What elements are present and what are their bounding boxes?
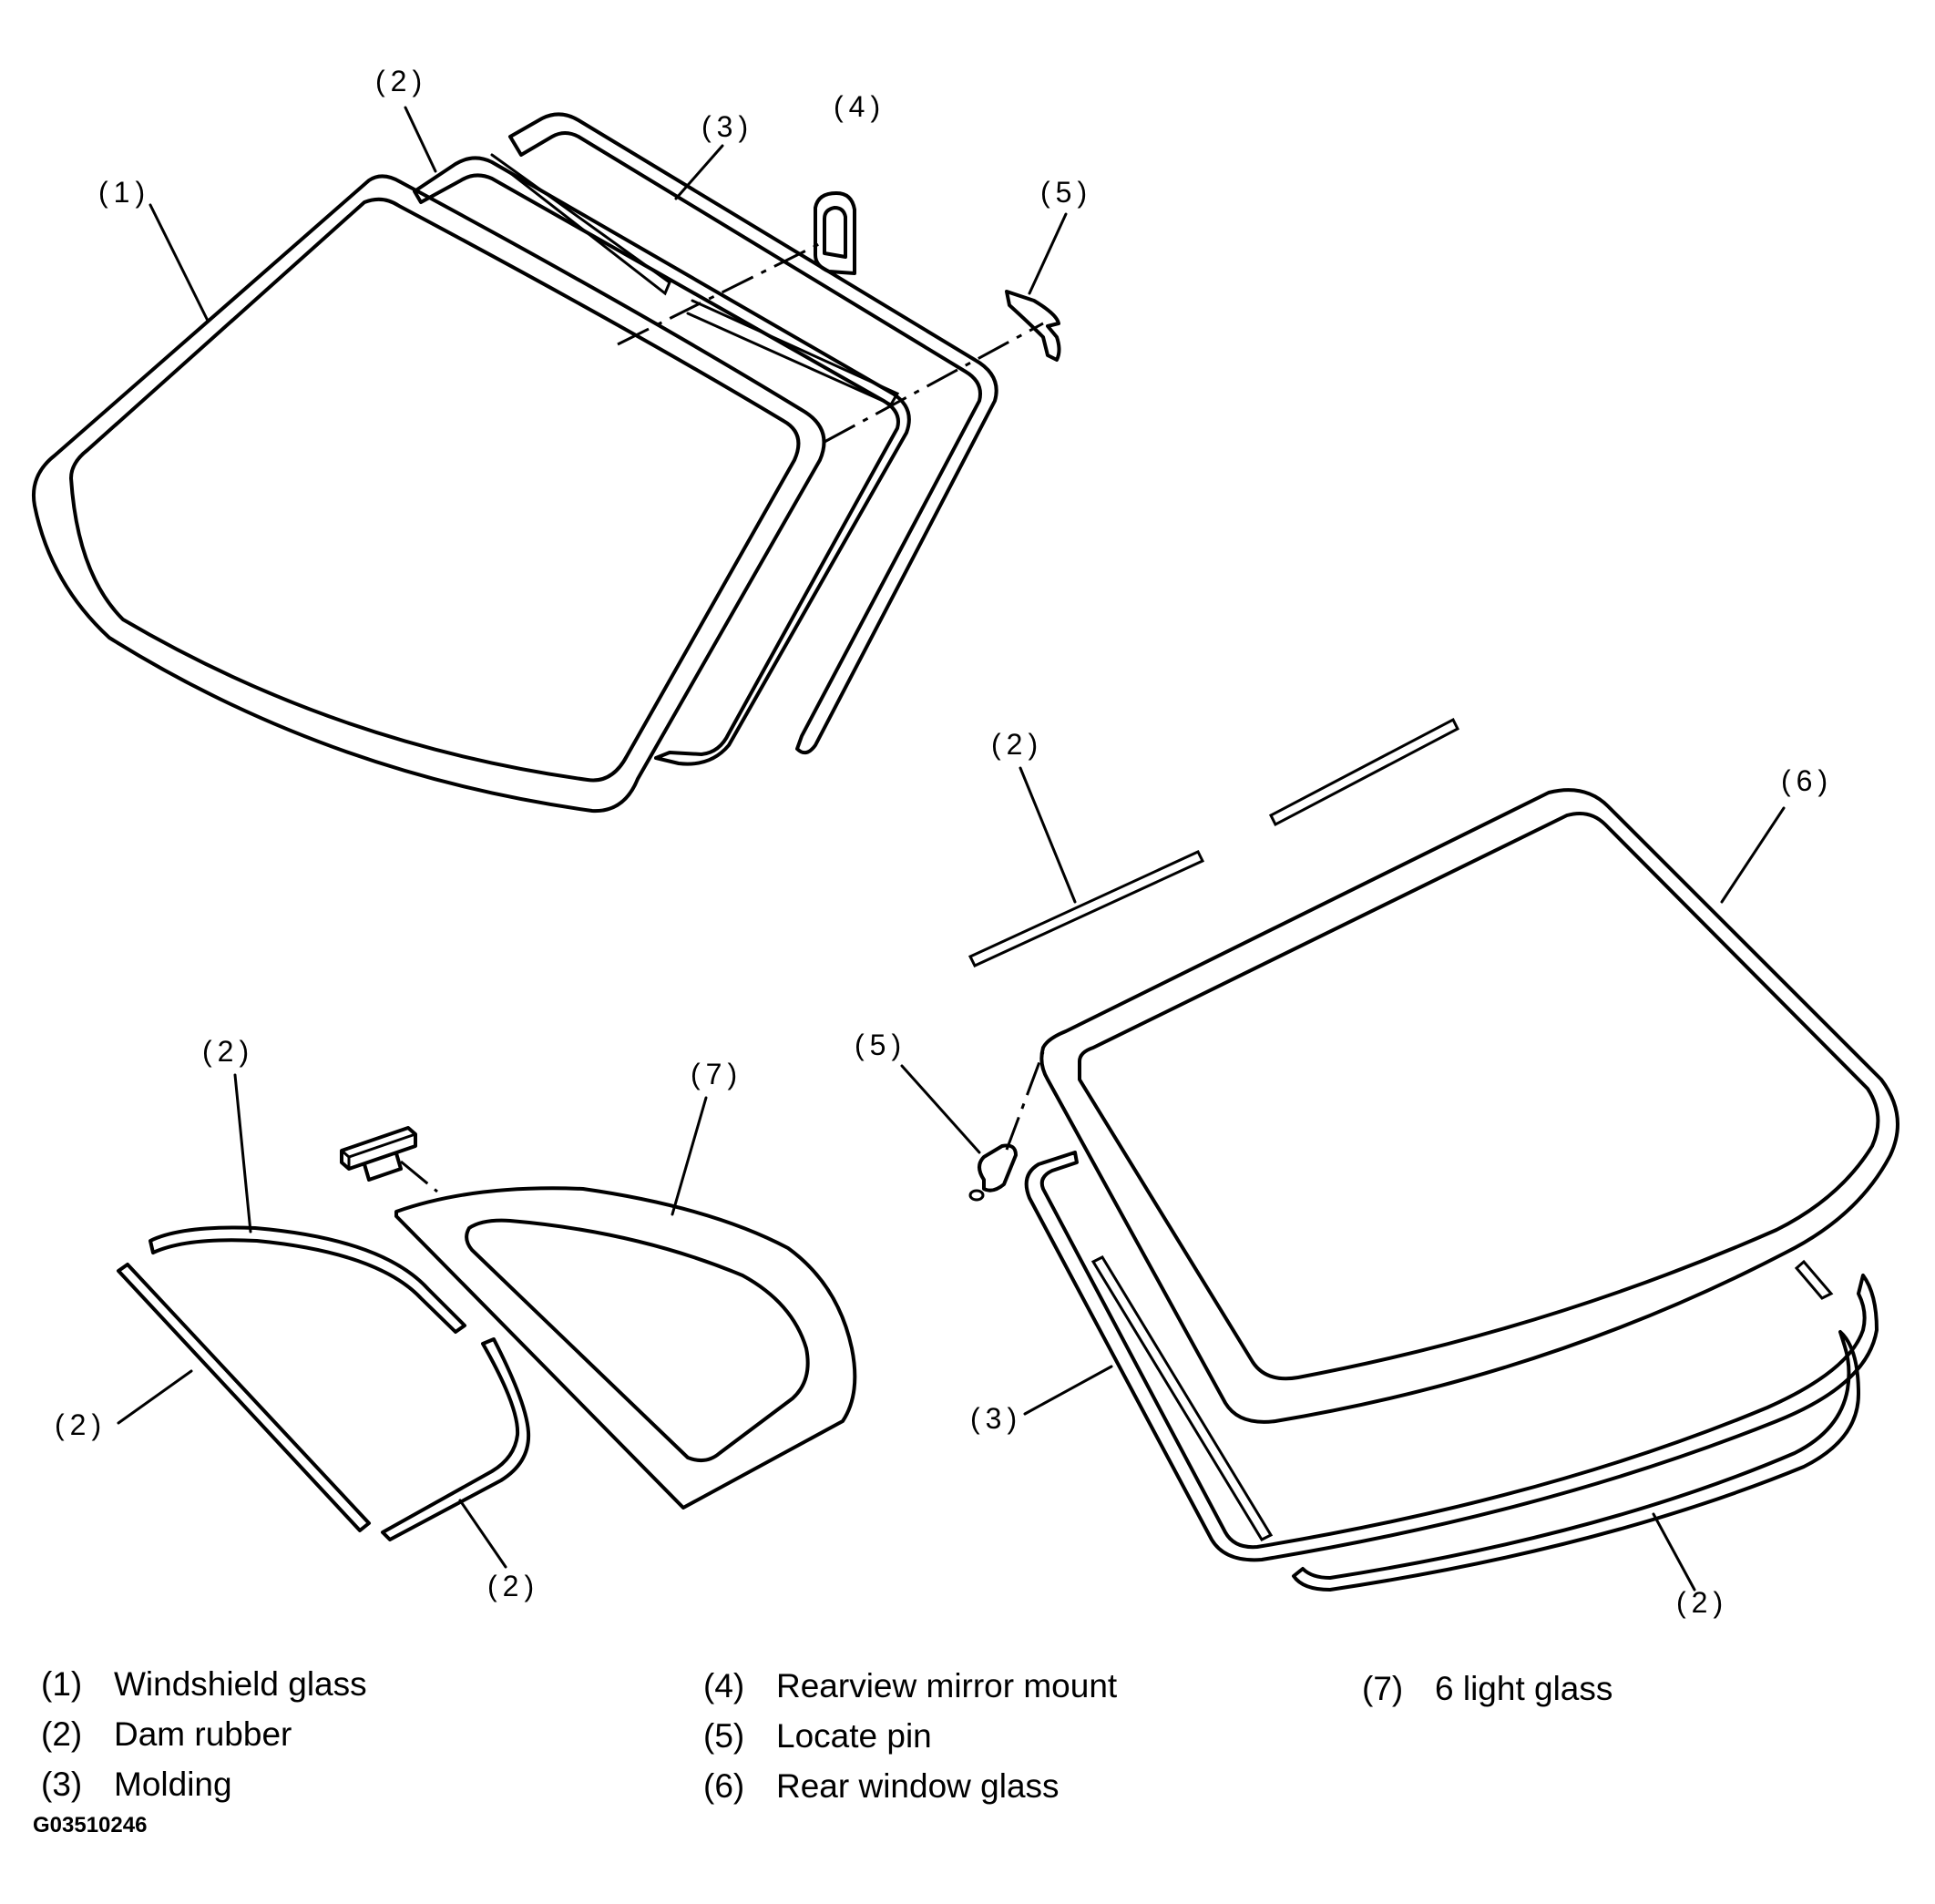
legend-label: Dam rubber	[114, 1715, 292, 1753]
callout-2-rear-top: (2)	[991, 728, 1043, 761]
leader-lines	[117, 106, 1786, 1592]
figure-code: G03510246	[33, 1813, 148, 1837]
legend-item-1: (1) Windshield glass	[41, 1665, 367, 1704]
legend-item-6: (6) Rear window glass	[703, 1767, 1060, 1806]
guide-line-6-light-clip	[400, 1160, 438, 1193]
legend-number: (5)	[703, 1717, 745, 1755]
legend-label: Windshield glass	[114, 1665, 367, 1703]
callout-3-windshield: (3)	[701, 110, 753, 143]
legend-item-4: (4) Rearview mirror mount	[703, 1667, 1117, 1705]
6-light-glass-clip	[340, 1126, 417, 1182]
callout-2-6-light-right: (2)	[487, 1570, 539, 1602]
dam-rubber-windshield	[413, 153, 911, 766]
callout-2-rear-bottom: (2)	[1676, 1586, 1728, 1619]
6-light-glass	[394, 1186, 857, 1510]
callout-7: (7)	[691, 1058, 742, 1090]
callout-2-6-light-top: (2)	[202, 1035, 254, 1068]
rear-window-glass	[1039, 788, 1899, 1424]
dam-rubber-rear-bottom	[1292, 1330, 1860, 1592]
legend-item-5: (5) Locate pin	[703, 1717, 932, 1756]
locate-pin-rear	[968, 1143, 1018, 1202]
legend-item-3: (3) Molding	[41, 1766, 232, 1804]
callout-1: (1)	[98, 176, 150, 209]
legend-number: (1)	[41, 1665, 83, 1703]
legend-item-2: (2) Dam rubber	[41, 1715, 292, 1754]
legend-number: (3)	[41, 1766, 83, 1803]
molding-windshield	[508, 112, 998, 755]
legend-label: Molding	[114, 1766, 232, 1803]
dam-rubber-6-light-right	[381, 1337, 531, 1541]
legend-number: (4)	[703, 1667, 745, 1704]
callout-6: (6)	[1781, 764, 1833, 797]
molding-rear	[1024, 1151, 1879, 1562]
exploded-parts-diagram: (1) (2) (3) (4) (5) (2) (6) (2) (7) (5) …	[32, 65, 1899, 1619]
legend-label: 6 light glass	[1435, 1670, 1613, 1707]
callout-3-rear: (3)	[970, 1402, 1022, 1435]
callout-4: (4)	[834, 90, 886, 123]
callout-5-rear: (5)	[855, 1029, 906, 1061]
dam-rubber-6-light-left	[117, 1263, 371, 1532]
callout-5-windshield: (5)	[1040, 176, 1092, 209]
legend-number: (7)	[1362, 1670, 1404, 1707]
windshield-glass	[32, 174, 826, 814]
legend-number: (6)	[703, 1767, 745, 1805]
legend-label: Rear window glass	[776, 1767, 1060, 1805]
rearview-mirror-mount	[814, 191, 856, 275]
guide-line-locate-pin	[824, 322, 1044, 444]
legend-label: Locate pin	[776, 1717, 932, 1755]
dam-rubber-rear-top	[968, 717, 1459, 967]
legend-number: (2)	[41, 1715, 83, 1753]
dam-rubber-6-light-top	[148, 1225, 466, 1334]
legend-item-7: (7) 6 light glass	[1362, 1670, 1612, 1708]
locate-pin-windshield	[1005, 290, 1061, 362]
legend-label: Rearview mirror mount	[776, 1667, 1118, 1704]
guide-line-rear-locate-pin	[1005, 1051, 1045, 1151]
callout-2-6-light-left: (2)	[55, 1408, 107, 1441]
callout-2-windshield: (2)	[375, 65, 427, 97]
guide-line-mirror-mount	[617, 240, 825, 346]
